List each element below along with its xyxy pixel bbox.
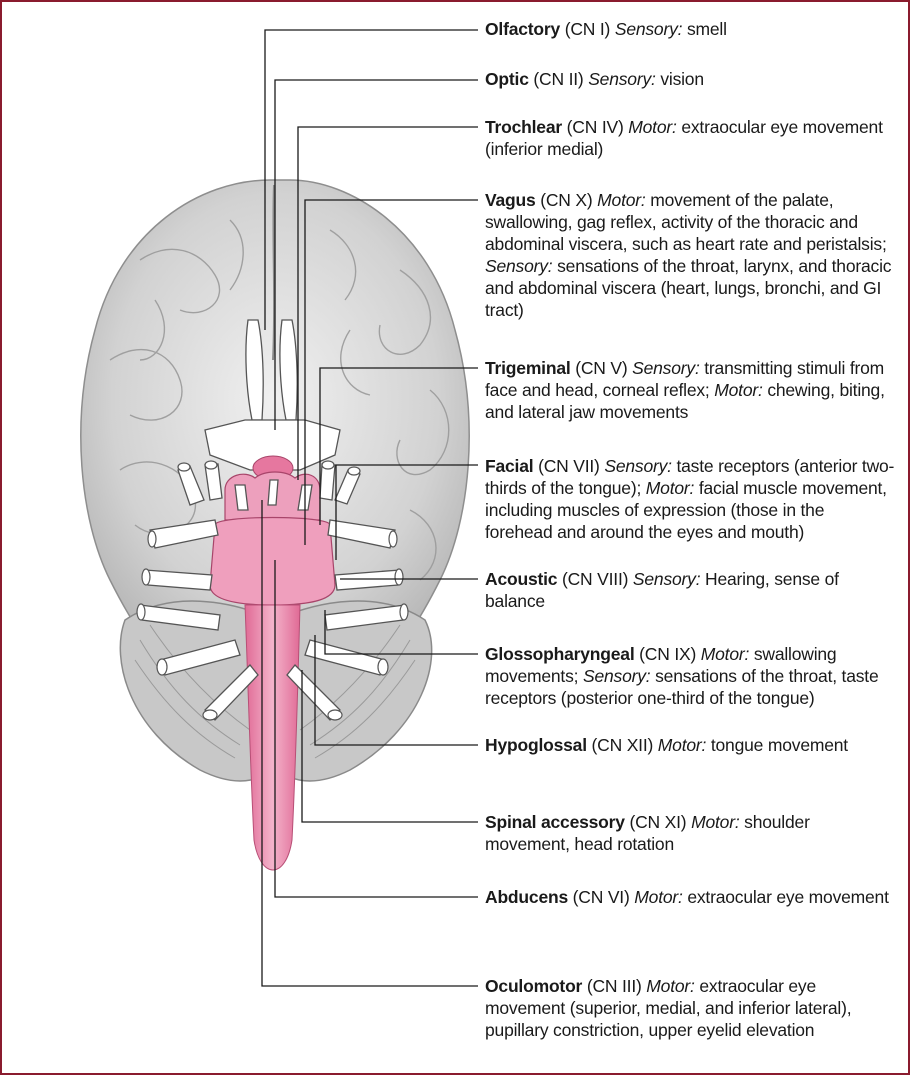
label-glossopharyngeal: Glossopharyngeal (CN IX) Motor: swallowi… — [485, 643, 895, 709]
label-vagus: Vagus (CN X) Motor: movement of the pala… — [485, 189, 895, 321]
label-trigeminal: Trigeminal (CN V) Sensory: transmitting … — [485, 357, 895, 423]
label-oculomotor: Oculomotor (CN III) Motor: extraocular e… — [485, 975, 895, 1041]
label-olfactory: Olfactory (CN I) Sensory: smell — [485, 18, 895, 40]
medulla-spinal-cord — [245, 605, 300, 870]
label-spinal-accessory: Spinal accessory (CN XI) Motor: shoulder… — [485, 811, 895, 855]
label-abducens: Abducens (CN VI) Motor: extraocular eye … — [485, 886, 895, 908]
label-optic: Optic (CN II) Sensory: vision — [485, 68, 895, 90]
label-hypoglossal: Hypoglossal (CN XII) Motor: tongue movem… — [485, 734, 895, 756]
pons — [210, 518, 335, 606]
longitudinal-fissure — [273, 185, 274, 360]
label-facial: Facial (CN VII) Sensory: taste receptors… — [485, 455, 895, 543]
label-trochlear: Trochlear (CN IV) Motor: extraocular eye… — [485, 116, 895, 160]
label-acoustic: Acoustic (CN VIII) Sensory: Hearing, sen… — [485, 568, 895, 612]
